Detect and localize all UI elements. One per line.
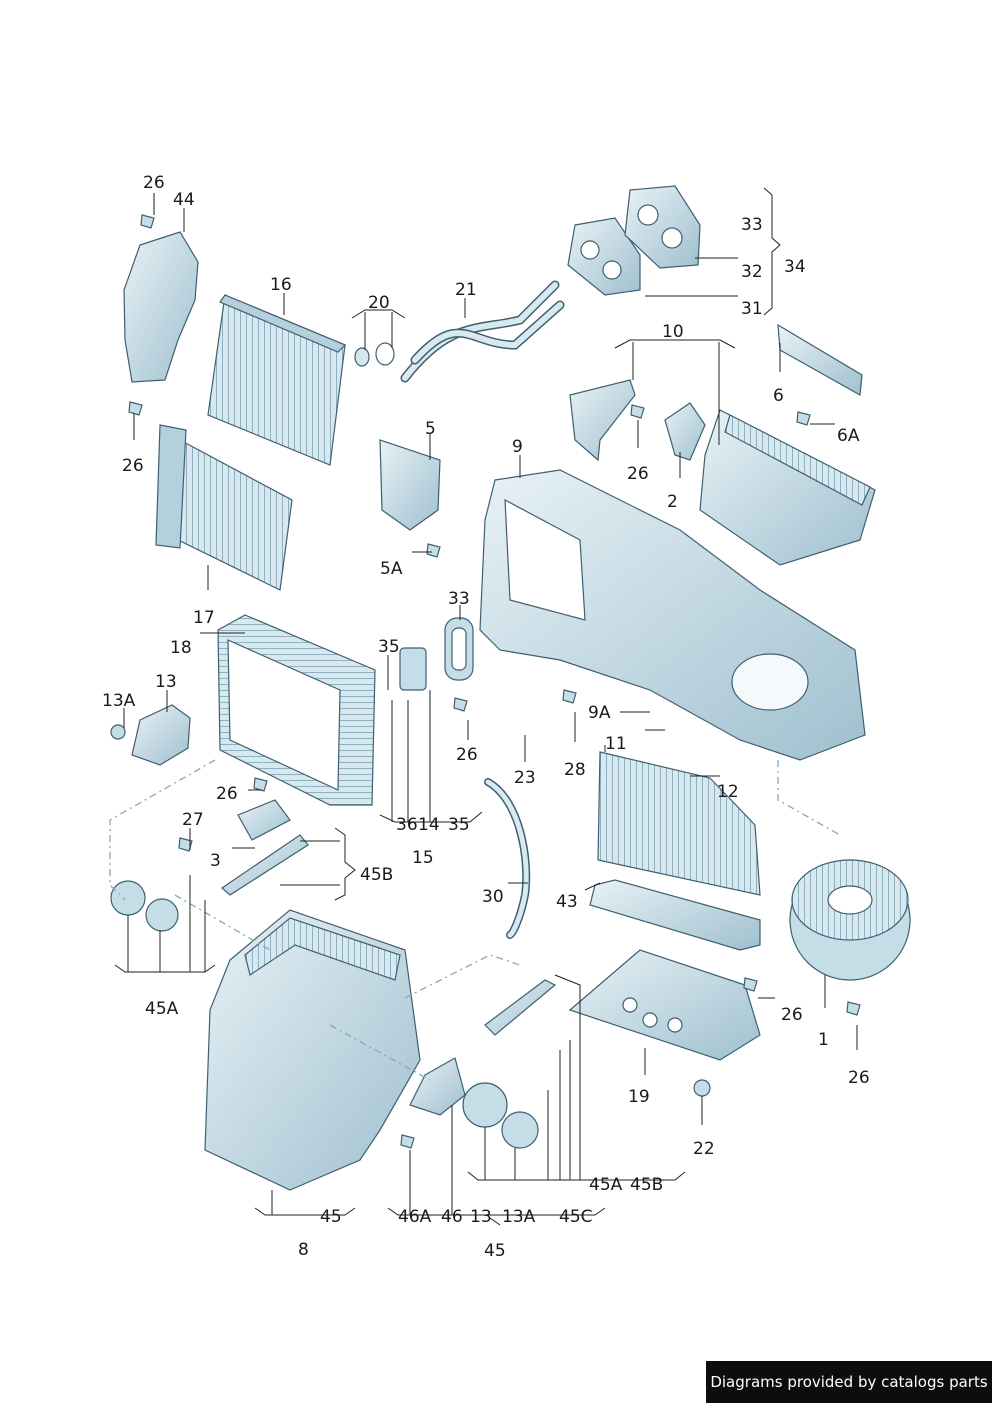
leader-lines bbox=[114, 187, 858, 1226]
callout: 45A bbox=[589, 1175, 623, 1195]
callout: 3 bbox=[210, 851, 221, 871]
part-31-gasket bbox=[567, 217, 641, 296]
callout: 44 bbox=[173, 190, 195, 210]
callout: 46 bbox=[441, 1207, 463, 1227]
callout: 16 bbox=[270, 275, 292, 295]
callout: 35 bbox=[378, 637, 400, 657]
part-8-housing bbox=[204, 909, 421, 1191]
part-duct bbox=[699, 409, 876, 566]
callout: 22 bbox=[693, 1139, 715, 1159]
part-22-plug bbox=[693, 1079, 711, 1097]
callout: 33 bbox=[448, 589, 470, 609]
footer-text: Diagrams provided by catalogs parts bbox=[710, 1373, 988, 1391]
callout: 26 bbox=[848, 1068, 870, 1088]
callout: 26 bbox=[627, 464, 649, 484]
callout: 20 bbox=[368, 293, 390, 313]
callout: 46A bbox=[398, 1207, 432, 1227]
part-45a-gear bbox=[110, 880, 146, 916]
callout: 6 bbox=[773, 386, 784, 406]
callout: 6A bbox=[837, 426, 860, 446]
part-20-clamp bbox=[354, 347, 370, 367]
part-45c-lever bbox=[484, 979, 557, 1036]
callout: 11 bbox=[605, 734, 627, 754]
part-46-flap bbox=[409, 1057, 466, 1116]
part-6-bracket bbox=[777, 323, 863, 396]
part-17-radiator bbox=[167, 439, 293, 591]
part-12-filter bbox=[597, 751, 761, 896]
callout: 35 bbox=[448, 815, 470, 835]
callout: 21 bbox=[455, 280, 477, 300]
callout: 32 bbox=[741, 262, 763, 282]
assembly-lines bbox=[109, 759, 841, 1081]
callout: 34 bbox=[784, 257, 806, 277]
callout: 13A bbox=[502, 1207, 536, 1227]
callout-labels: 26 44 16 20 21 33 32 34 31 10 6 6A 26 5 … bbox=[102, 173, 870, 1261]
part-13-wheel bbox=[462, 1082, 508, 1128]
part-3-lever bbox=[237, 799, 291, 841]
callout: 30 bbox=[482, 887, 504, 907]
callout: 45 bbox=[484, 1241, 506, 1261]
callout: 1 bbox=[818, 1030, 829, 1050]
callout: 18 bbox=[170, 638, 192, 658]
callout: 45 bbox=[320, 1207, 342, 1227]
callout: 15 bbox=[412, 848, 434, 868]
footer-banner: Diagrams provided by catalogs parts bbox=[706, 1361, 992, 1403]
callout: 8 bbox=[298, 1240, 309, 1260]
part-44-cover bbox=[123, 231, 199, 383]
callout: 5A bbox=[380, 559, 403, 579]
part-2-flap bbox=[664, 402, 706, 461]
callout: 17 bbox=[193, 608, 215, 628]
callout: 13 bbox=[470, 1207, 492, 1227]
callout: 45B bbox=[630, 1175, 663, 1195]
callout: 26 bbox=[216, 784, 238, 804]
part-5-bracket bbox=[379, 439, 441, 531]
parts-layer bbox=[110, 185, 911, 1191]
callout: 19 bbox=[628, 1087, 650, 1107]
callout: 36 bbox=[396, 815, 418, 835]
callout: 26 bbox=[122, 456, 144, 476]
part-10-bracket bbox=[569, 379, 636, 462]
part-45b-lever bbox=[221, 834, 309, 896]
part-35-valve bbox=[399, 647, 427, 691]
callout: 45A bbox=[145, 999, 179, 1019]
callout: 13 bbox=[155, 672, 177, 692]
callout: 45C bbox=[559, 1207, 593, 1227]
callout: 14 bbox=[418, 815, 440, 835]
callout: 45B bbox=[360, 865, 393, 885]
part-43-tray bbox=[589, 879, 761, 951]
callout: 28 bbox=[564, 760, 586, 780]
callout: 23 bbox=[514, 768, 536, 788]
callout: 31 bbox=[741, 299, 763, 319]
callout: 33 bbox=[741, 215, 763, 235]
callout: 13A bbox=[102, 691, 136, 711]
callout: 9A bbox=[588, 703, 611, 723]
screw-icons bbox=[128, 214, 861, 1149]
callout: 27 bbox=[182, 810, 204, 830]
callout: 12 bbox=[717, 782, 739, 802]
callout: 26 bbox=[456, 745, 478, 765]
callout: 26 bbox=[781, 1005, 803, 1025]
callout: 26 bbox=[143, 173, 165, 193]
callout: 5 bbox=[425, 419, 436, 439]
callout: 9 bbox=[512, 437, 523, 457]
part-13-actuator bbox=[131, 704, 191, 766]
callout: 10 bbox=[662, 322, 684, 342]
callout: 2 bbox=[667, 492, 678, 512]
part-19-cover bbox=[568, 949, 761, 1061]
callout: 43 bbox=[556, 892, 578, 912]
